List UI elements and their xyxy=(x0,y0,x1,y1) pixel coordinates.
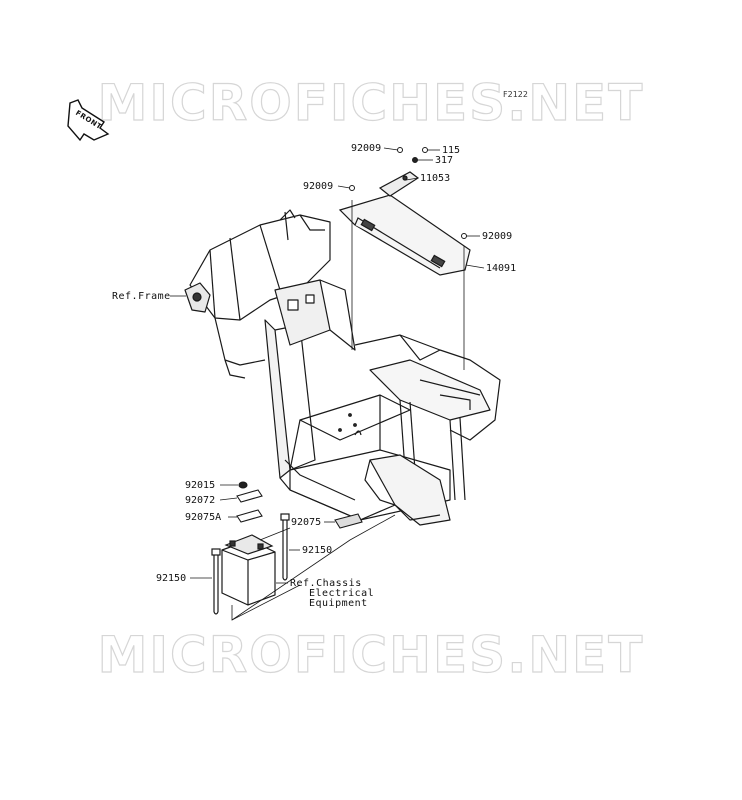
bracket-11053 xyxy=(378,171,420,197)
cover-14091 xyxy=(338,194,471,276)
frame-body xyxy=(184,209,501,526)
part-label-92015: 92015 xyxy=(185,480,216,491)
part-label-92072: 92072 xyxy=(185,495,216,506)
part-label-14091: 14091 xyxy=(486,263,517,274)
small-parts xyxy=(236,481,363,529)
part-label-92150-left: 92150 xyxy=(156,573,187,584)
ref-chassis-line2: Electrical xyxy=(309,588,375,599)
watermark-top: MICROFICHES.NET xyxy=(97,73,645,132)
part-label-11053: 11053 xyxy=(420,173,451,184)
ref-chassis-line1: Ref.Chassis xyxy=(290,578,362,589)
part-label-115: 115 xyxy=(442,145,461,156)
part-label-92009-top: 92009 xyxy=(351,143,382,154)
diagram-code: F2122 xyxy=(503,90,528,99)
part-label-92009-left: 92009 xyxy=(303,181,334,192)
ref-frame-label: Ref.Frame xyxy=(112,291,171,302)
rods-92150 xyxy=(211,513,290,615)
part-label-92075: 92075 xyxy=(291,517,322,528)
battery xyxy=(221,534,276,606)
ref-chassis-line3: Equipment xyxy=(309,598,368,609)
front-arrow-shape xyxy=(67,99,110,142)
bolts xyxy=(349,147,467,239)
leader-lines xyxy=(170,147,485,621)
part-label-317: 317 xyxy=(435,155,454,166)
watermark-bottom: MICROFICHES.NET xyxy=(97,625,645,684)
part-label-92150-right: 92150 xyxy=(302,545,333,556)
part-label-92075a: 92075A xyxy=(185,512,222,523)
part-label-92009-right: 92009 xyxy=(482,231,513,242)
